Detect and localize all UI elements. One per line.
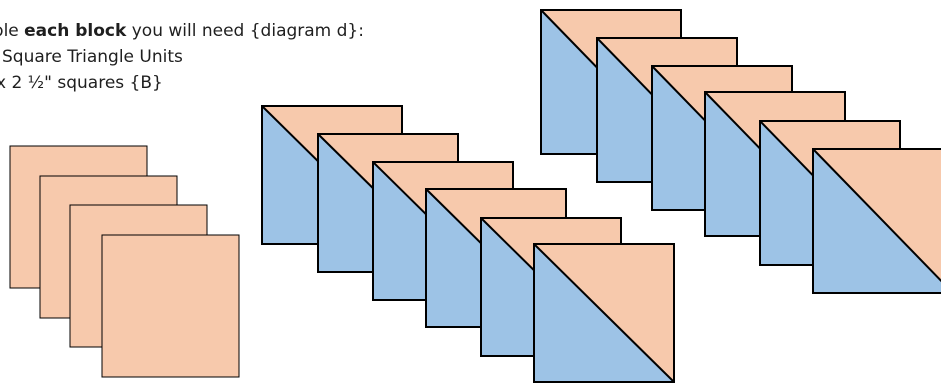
instruction-line-2: Square Triangle Units bbox=[2, 47, 183, 67]
hst-outline bbox=[812, 148, 941, 294]
hst-blue-half bbox=[813, 149, 941, 293]
instruction-emphasis: each block bbox=[24, 21, 127, 41]
fabric-square bbox=[101, 234, 240, 378]
hst-unit bbox=[812, 148, 941, 294]
instruction-line-1-end: you will need {diagram d}: bbox=[126, 21, 364, 41]
hst-diagonal-seam bbox=[812, 148, 941, 283]
hst-diagonal-seam bbox=[533, 243, 675, 383]
hst-units-stack-front bbox=[261, 105, 675, 383]
hst-units-stack-back bbox=[540, 9, 941, 294]
hst-unit bbox=[533, 243, 675, 383]
instruction-line-1-start: nble bbox=[0, 21, 19, 41]
instruction-line-3: x 2 ½" squares {B} bbox=[0, 73, 163, 93]
hst-outline bbox=[533, 243, 675, 383]
instruction-line-1: nble each block you will need {diagram d… bbox=[0, 18, 364, 44]
fabric-squares-stack bbox=[9, 145, 240, 378]
